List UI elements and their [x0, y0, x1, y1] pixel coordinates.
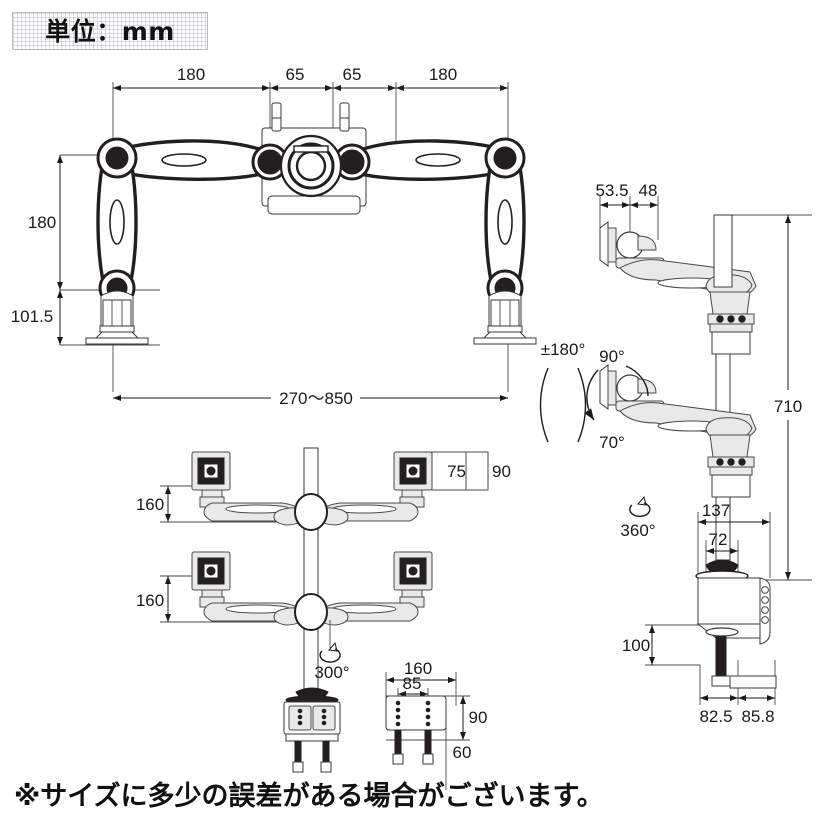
- dim-clamp-depth: 100: [622, 636, 650, 655]
- plan-pole: [303, 447, 319, 699]
- base-hole-column-right: [425, 700, 431, 727]
- dim-clamp-right: 85.8: [741, 707, 774, 726]
- base-hole-grid-left: [297, 708, 303, 726]
- plan-head-lower-right: [393, 551, 433, 608]
- base-detail-dimensioned: 160 85 90 60: [385, 659, 488, 790]
- clamp-base-dimensions: 82.5 85.8: [699, 695, 775, 726]
- side-collar-lower: [707, 434, 755, 498]
- front-elevation-view: 180 65 65 180 180 101.5 270〜850: [11, 65, 537, 408]
- unit-label-text: 単位：mm: [45, 16, 175, 46]
- dim-top-head-width: 90: [492, 462, 511, 481]
- dim-front-span: 270〜850: [279, 389, 353, 408]
- dim-base-height: 90: [469, 708, 488, 727]
- unit-label-box: 単位：mm: [12, 12, 208, 50]
- angle-head-rotation: 300°: [314, 663, 349, 682]
- dim-side-total-height: 710: [774, 397, 802, 416]
- plan-head-upper-left: [191, 451, 231, 508]
- plan-head-upper-right: [393, 451, 433, 508]
- clamp-teeth: [761, 586, 769, 624]
- dim-front-height-upper: 180: [28, 213, 56, 232]
- side-total-height-dimension: 710: [732, 214, 812, 581]
- front-right-foot: [473, 290, 537, 345]
- clamp-body: [695, 559, 777, 689]
- side-elevation-view: 53.5 48: [584, 181, 812, 581]
- tilt-angle-annotation: 90° 70°: [584, 347, 649, 452]
- top-plan-view: 160: [136, 447, 511, 699]
- plan-head-lower-left: [191, 551, 231, 608]
- side-head-dimensions: 53.5 48: [595, 181, 659, 240]
- dim-top-row-lower: 160: [136, 591, 164, 610]
- dim-clamp-outer: 137: [702, 501, 730, 520]
- angle-tilt-down: 70°: [599, 433, 625, 452]
- front-arm-assembly: [96, 134, 526, 307]
- pole-rotation-annotation: 360°: [620, 495, 656, 540]
- dim-clamp-left: 82.5: [699, 707, 732, 726]
- base-detail-front: [283, 687, 341, 773]
- clamp-depth-dimension: 100: [622, 625, 655, 665]
- dim-clamp-inner: 72: [709, 530, 728, 549]
- side-arm-upper: [599, 221, 757, 298]
- angle-pan-label: ±180°: [541, 340, 586, 359]
- head-rotation-annotation: 300°: [314, 620, 350, 682]
- front-span-dimension: 270〜850: [113, 389, 508, 408]
- dim-side-head-b: 48: [639, 181, 658, 200]
- clamp-detail-view: 137 72 100 82.5 85.8: [622, 501, 777, 726]
- dim-base-width: 160: [404, 659, 432, 678]
- collar-bolt-row-lower: [716, 458, 746, 466]
- dim-base-inner: 85: [403, 674, 422, 693]
- front-vertical-dimensions: 180 101.5: [11, 155, 63, 345]
- side-arm-lower: [599, 364, 757, 441]
- dim-front-height-lower: 101.5: [11, 307, 54, 326]
- dim-front-right-arm: 180: [429, 65, 457, 84]
- plan-row-upper: 160: [136, 451, 511, 531]
- front-top-dimension-chain: 180 65 65 180: [113, 65, 508, 91]
- dim-base-drop: 60: [453, 743, 472, 762]
- plan-row-lower: 160: [136, 551, 433, 631]
- dim-top-row-upper: 160: [136, 495, 164, 514]
- plan-head-depth-dimension: 75 90: [431, 451, 511, 491]
- collar-bolt-row: [716, 315, 746, 323]
- clamp-width-dimensions: 137 72: [698, 501, 770, 554]
- pan-rotation-annotation: ±180°: [539, 340, 587, 443]
- dim-side-head-a: 53.5: [595, 181, 628, 200]
- front-left-foot: [85, 290, 149, 345]
- tolerance-note: ※サイズに多少の誤差がある場合がございます。: [14, 781, 604, 812]
- angle-tilt-up: 90°: [599, 347, 625, 366]
- dim-top-head-depth: 75: [447, 462, 466, 481]
- angle-pole-rotation: 360°: [620, 521, 655, 540]
- base-hole-column-left: [395, 700, 401, 727]
- base-hole-grid-right: [321, 708, 327, 726]
- dim-front-left-arm: 180: [177, 65, 205, 84]
- side-collar-upper: [707, 291, 755, 355]
- dim-front-center-right: 65: [343, 65, 362, 84]
- dim-front-center-left: 65: [286, 65, 305, 84]
